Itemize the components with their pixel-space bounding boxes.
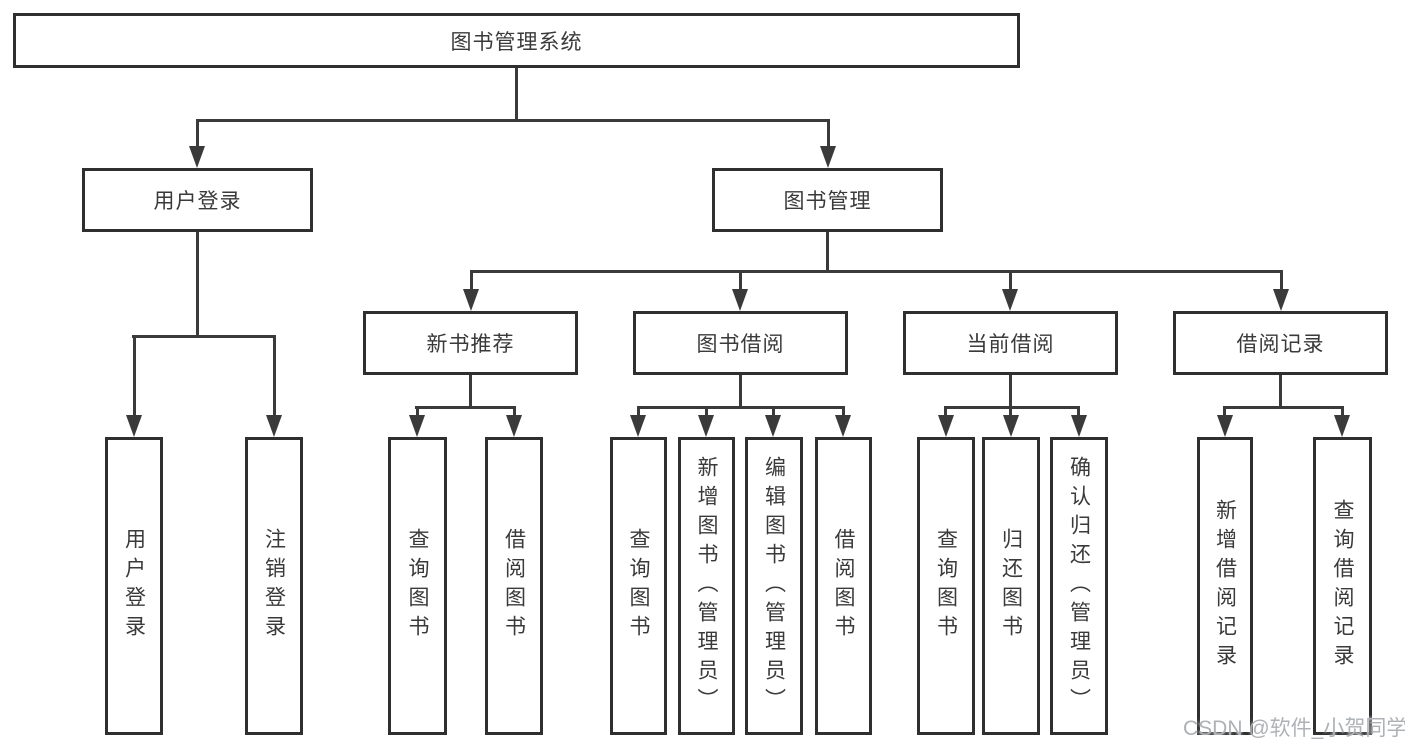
connector-line <box>132 335 276 338</box>
node-label: 查询图书 <box>934 528 958 644</box>
connector-line <box>1341 406 1344 417</box>
connector-line <box>133 335 136 416</box>
arrow-down-icon <box>1003 415 1019 437</box>
connector-line <box>739 375 742 409</box>
node-label: 图书管理系统 <box>450 30 583 54</box>
leaf-return-books: 归还图书 <box>982 437 1040 735</box>
connector-line <box>827 119 830 147</box>
connector-line <box>944 406 1080 409</box>
connector-line <box>1223 406 1344 409</box>
connector-line <box>273 335 276 416</box>
connector-line <box>772 406 775 417</box>
node-label: 图书借阅 <box>696 333 785 356</box>
leaf-query-books-borrowing: 查询图书 <box>610 437 667 735</box>
connector-line <box>196 232 199 338</box>
node-label: 编辑图书（管理员） <box>762 455 786 717</box>
arrow-down-icon <box>463 289 479 311</box>
connector-line <box>1009 270 1012 291</box>
leaf-confirm-return-admin: 确认归还（管理员） <box>1050 437 1108 735</box>
connector-line <box>944 406 947 417</box>
connector-line <box>1009 406 1012 417</box>
leaf-add-books-admin: 新增图书（管理员） <box>678 437 735 735</box>
arrow-down-icon <box>1334 415 1350 437</box>
leaf-user-login: 用户登录 <box>105 437 163 735</box>
node-label: 查询借阅记录 <box>1331 499 1354 673</box>
connector-line <box>1077 406 1080 417</box>
leaf-query-borrow-record: 查询借阅记录 <box>1313 437 1372 735</box>
leaf-logout: 注销登录 <box>245 437 303 735</box>
connector-line <box>637 406 640 417</box>
node-book-management: 图书管理 <box>712 168 943 232</box>
arrow-down-icon <box>820 146 836 168</box>
leaf-add-borrow-record: 新增借阅记录 <box>1197 437 1253 735</box>
node-new-book-recommendation: 新书推荐 <box>363 311 578 375</box>
node-label: 新书推荐 <box>426 333 515 356</box>
connector-line <box>196 119 199 147</box>
connector-line <box>739 270 742 291</box>
connector-line <box>1280 270 1283 291</box>
node-label: 查询图书 <box>406 528 429 644</box>
node-label: 图书管理 <box>783 190 872 213</box>
connector-line <box>842 406 845 417</box>
connector-line <box>196 119 830 122</box>
node-label: 借阅记录 <box>1236 333 1325 356</box>
node-library-management-system: 图书管理系统 <box>13 13 1020 68</box>
arrow-down-icon <box>835 415 851 437</box>
connector-line <box>826 232 829 273</box>
arrow-down-icon <box>189 146 205 168</box>
connector-line <box>705 406 708 417</box>
arrow-down-icon <box>126 415 142 437</box>
arrow-down-icon <box>765 415 781 437</box>
connector-line <box>470 270 1282 273</box>
arrow-down-icon <box>938 415 954 437</box>
connector-line <box>470 270 473 291</box>
node-label: 注销登录 <box>262 528 286 644</box>
connector-line <box>513 406 516 417</box>
arrow-down-icon <box>1273 289 1289 311</box>
connector-line <box>637 406 845 409</box>
arrow-down-icon <box>409 415 425 437</box>
arrow-down-icon <box>1217 415 1233 437</box>
node-label: 当前借阅 <box>966 333 1055 356</box>
node-label: 查询图书 <box>627 528 650 644</box>
node-user-login: 用户登录 <box>82 168 313 232</box>
node-label: 用户登录 <box>153 190 242 213</box>
leaf-edit-books-admin: 编辑图书（管理员） <box>745 437 803 735</box>
connector-line <box>1279 375 1282 409</box>
leaf-query-books-recommend: 查询图书 <box>388 437 447 735</box>
arrow-down-icon <box>698 415 714 437</box>
arrow-down-icon <box>506 415 522 437</box>
connector-line <box>1009 375 1012 409</box>
connector-line <box>469 375 472 409</box>
arrow-down-icon <box>266 415 282 437</box>
node-label: 借阅图书 <box>502 528 526 644</box>
node-label: 归还图书 <box>999 528 1023 644</box>
arrow-down-icon <box>1002 289 1018 311</box>
connector-line <box>1223 406 1226 417</box>
node-label: 确认归还（管理员） <box>1067 455 1091 717</box>
node-book-borrowing: 图书借阅 <box>633 311 848 375</box>
csdn-watermark: CSDN @软件_小贺同学 <box>1183 717 1405 740</box>
node-label: 用户登录 <box>122 528 146 644</box>
leaf-query-books-current: 查询图书 <box>917 437 975 735</box>
connector-line <box>416 406 419 417</box>
arrow-down-icon <box>630 415 646 437</box>
leaf-borrow-books: 借阅图书 <box>815 437 872 735</box>
node-label: 新增图书（管理员） <box>695 455 718 717</box>
node-borrowing-records: 借阅记录 <box>1173 311 1388 375</box>
node-label: 新增借阅记录 <box>1213 499 1237 673</box>
connector-line <box>415 406 516 409</box>
node-label: 借阅图书 <box>832 528 855 644</box>
arrow-down-icon <box>732 289 748 311</box>
node-current-borrowing: 当前借阅 <box>903 311 1118 375</box>
arrow-down-icon <box>1071 415 1087 437</box>
connector-line <box>515 68 518 122</box>
leaf-borrow-books-recommend: 借阅图书 <box>485 437 543 735</box>
